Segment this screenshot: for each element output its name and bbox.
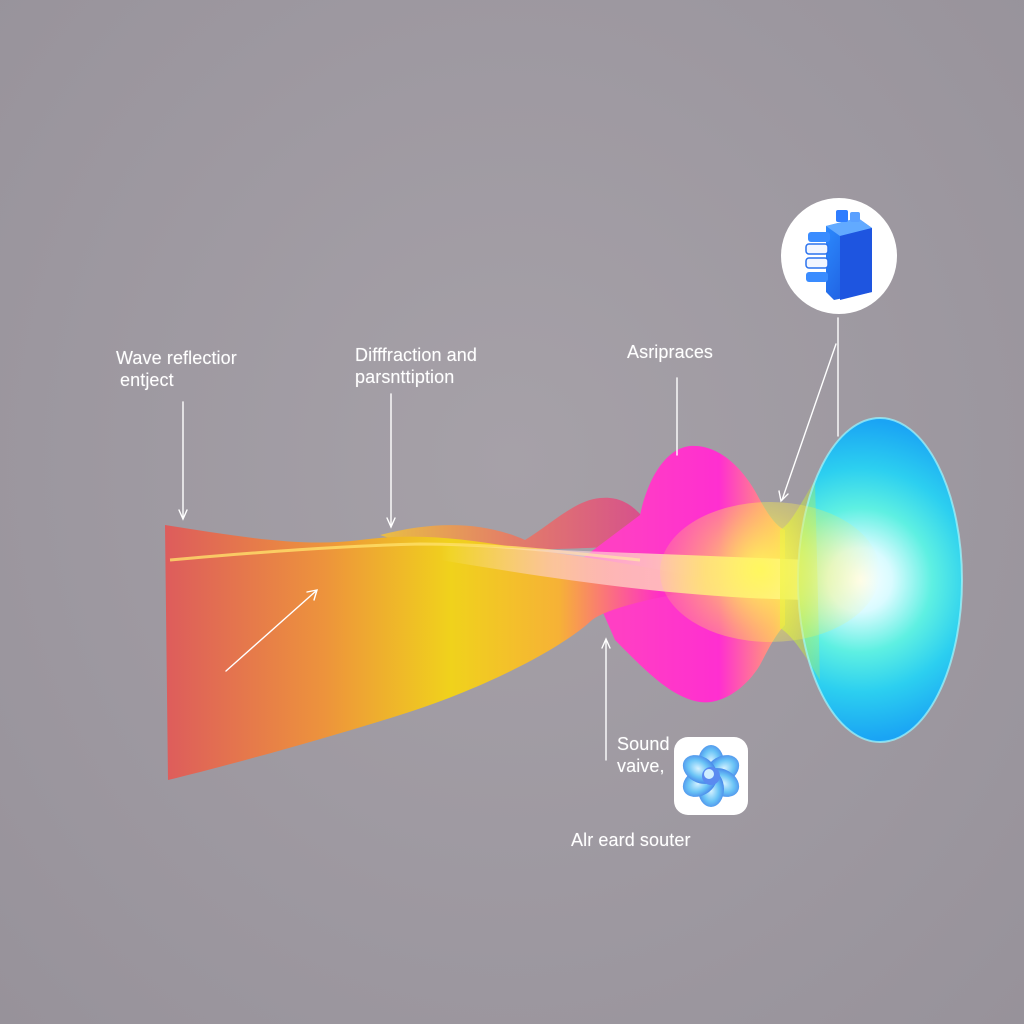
label-diffraction-line2: parsnttiption [355, 367, 455, 387]
arrow-inner [225, 590, 317, 672]
cyan-bell [798, 418, 962, 742]
label-air-sounder-text: Alr eard souter [571, 830, 691, 850]
label-wave-reflection-line2: entject [120, 370, 174, 390]
label-asripraces-text: Asripracеs [627, 342, 714, 362]
arrowhead-wave-reflection [178, 509, 188, 521]
blue-cube-pipe-icon [805, 210, 872, 300]
throat-glow [660, 502, 880, 642]
label-wave-reflection-line1: Wave reflectior [116, 348, 237, 368]
label-sound-valve-line1: Sound [617, 734, 670, 754]
arrowhead-diffraction [386, 517, 396, 529]
wave-main-ribbon [165, 525, 700, 780]
arrow-icon-top [781, 343, 837, 501]
badge-bottom[interactable] [674, 737, 748, 815]
arrowhead-sound-valve [601, 637, 611, 649]
label-air-sounder: Alr eard souter [571, 829, 691, 851]
label-diffraction: Difffraction and parsnttiption [355, 344, 477, 388]
label-sound-valve-line2: vaive, [617, 756, 665, 776]
wave-back-crest [380, 497, 642, 550]
arrowhead-icon-top [778, 490, 789, 503]
badge-top-right[interactable] [781, 198, 897, 314]
label-diffraction-line1: Difffraction and [355, 345, 478, 365]
arrowhead-inner [306, 589, 319, 601]
label-wave-reflection: Wave reflectior entject [116, 347, 237, 391]
blue-flower-icon [682, 745, 740, 807]
label-sound-valve: Sound vaive, [617, 733, 670, 777]
label-asripraces: Asripracеs [627, 341, 713, 363]
